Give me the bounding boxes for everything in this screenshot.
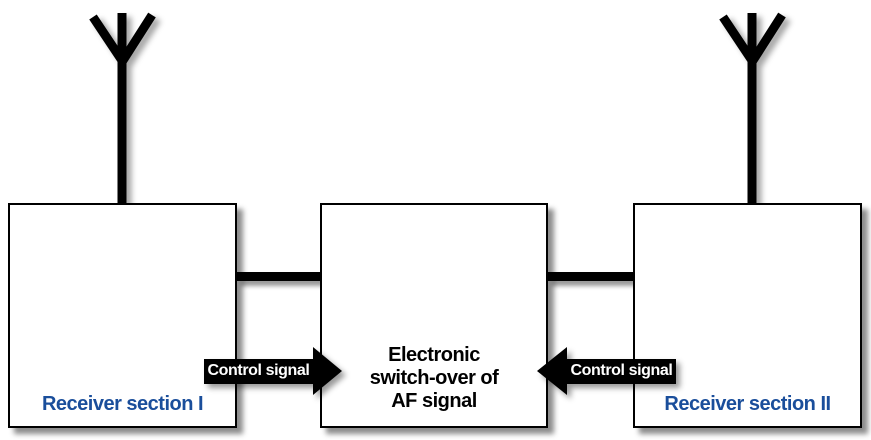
antenna-icon — [89, 12, 156, 208]
receiver-section-2-box: Receiver section II — [633, 203, 862, 428]
af-line-left — [237, 272, 320, 281]
switch-over-label-line2: switch-over of — [369, 367, 499, 389]
af-line-right — [548, 272, 633, 281]
receiver-section-1-box: Receiver section I — [8, 203, 237, 428]
switch-over-label-line3: AF signal — [391, 390, 477, 412]
arrow-right-icon — [313, 347, 342, 395]
receiver-section-2-label: Receiver section II — [664, 393, 831, 415]
switch-over-box: Electronic switch-over of AF signal — [320, 203, 548, 428]
arrow-left-icon — [537, 347, 567, 395]
control-signal-arrow-left: Control signal — [204, 347, 342, 395]
control-signal-right-label: Control signal — [567, 358, 676, 384]
control-signal-left-label: Control signal — [204, 358, 313, 384]
control-signal-arrow-right: Control signal — [537, 347, 676, 395]
receiver-section-1-label: Receiver section I — [41, 393, 204, 415]
switch-over-label: Electronic switch-over of AF signal — [322, 344, 546, 413]
antenna-icon — [719, 12, 786, 208]
switch-over-label-line1: Electronic — [388, 344, 480, 366]
